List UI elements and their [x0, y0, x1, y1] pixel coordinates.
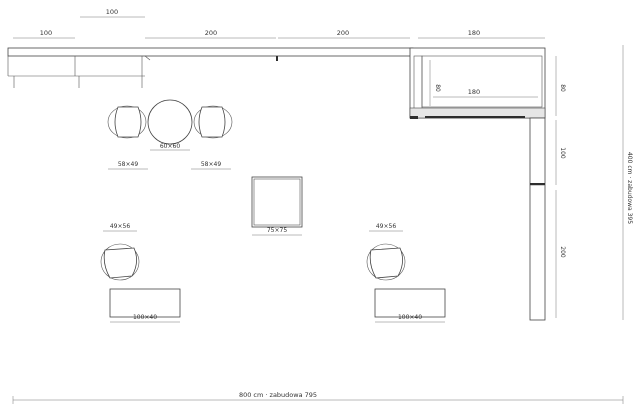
dim-segment-mid1: 200: [205, 29, 217, 37]
center-table-label: 75×75: [267, 227, 287, 234]
lounge-bench-left-label: 100×40: [133, 314, 157, 321]
lounge-bench-right: [374, 288, 446, 318]
center-table: [251, 176, 303, 228]
lounge-bench-right-label: 100×40: [398, 314, 422, 321]
dim-bottom-total: 800 cm · zabudowa 795: [239, 391, 317, 399]
corner-height-label: 80: [559, 84, 566, 92]
dining-table-label: 60×60: [160, 143, 180, 150]
dim-right-total: 400 cm · zabudowa 395: [626, 152, 633, 224]
top-dimension-lines: [13, 16, 545, 39]
dining-chair-left-label: 58×49: [118, 161, 138, 168]
dining-table: [147, 99, 193, 145]
lounge-bench-left: [109, 288, 181, 318]
dim-segment-mid2: 200: [337, 29, 349, 37]
dim-bench-offset: 100: [106, 8, 118, 16]
dining-group: [107, 99, 233, 145]
top-counter-run: [7, 47, 414, 88]
dim-segment-right: 180: [468, 29, 480, 37]
right-wall-run: [529, 117, 546, 321]
lounge-right: [366, 243, 446, 318]
lounge-chair-left: [100, 243, 140, 281]
dim-right-upper: 100: [559, 147, 566, 159]
dining-chair-right-label: 58×49: [201, 161, 221, 168]
corner-unit: [409, 47, 546, 119]
lounge-chair-right: [366, 243, 406, 281]
lounge-chair-left-label: 49×56: [110, 223, 130, 230]
corner-depth-label: 80: [434, 84, 441, 92]
dining-chair-right: [193, 105, 233, 139]
dim-segment-left: 100: [40, 29, 52, 37]
dim-right-lower: 200: [559, 246, 566, 258]
dining-chair-left: [107, 105, 147, 139]
corner-width-label: 180: [468, 88, 480, 96]
lounge-chair-right-label: 49×56: [376, 223, 396, 230]
lounge-left: [100, 243, 181, 318]
